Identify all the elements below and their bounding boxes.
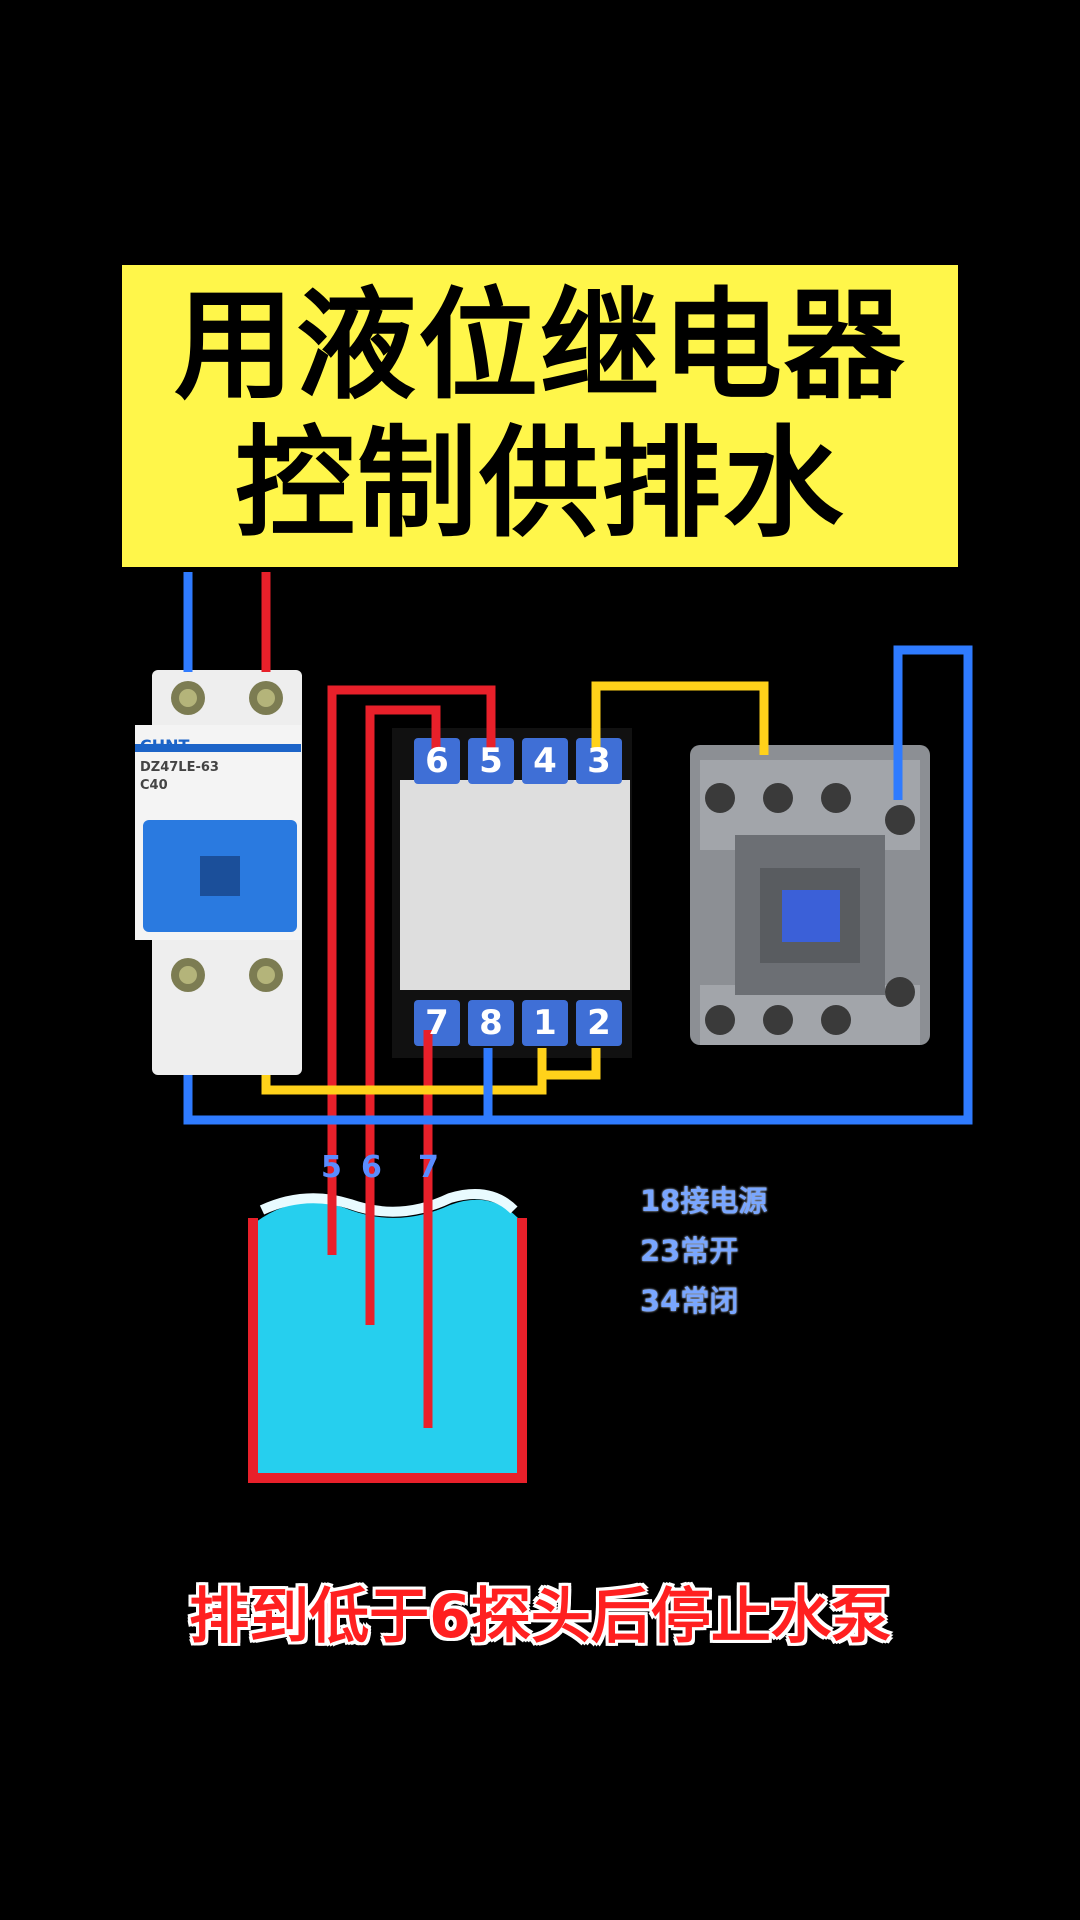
relay-pin-pad-top-2 (522, 738, 568, 784)
relay-pin-4: 4 (533, 741, 557, 781)
probe-label-6: 6 (361, 1150, 382, 1185)
wire-probe-5 (327, 685, 496, 1255)
caption: 排到低于6探头后停止水泵 (189, 1582, 891, 1652)
water-tank (248, 1189, 527, 1483)
note-normally-open: 23常开 (640, 1234, 739, 1268)
breaker-model: DZ47LE-63 (140, 760, 219, 775)
wire-common (591, 681, 769, 755)
wire-live-to-1 (261, 1048, 547, 1095)
water-fill (256, 1199, 518, 1475)
relay-face (400, 780, 630, 990)
relay-pin-8: 8 (479, 1003, 503, 1043)
contactor (690, 745, 930, 1045)
title-line-2: 控制供排水 (235, 415, 845, 554)
relay-pin-1: 1 (533, 1003, 557, 1043)
relay-pin-pad-bottom-3 (576, 1000, 622, 1046)
level-relay (392, 728, 632, 1058)
breaker-brand: CHNT (140, 736, 190, 755)
water-surface (259, 1189, 518, 1217)
wire-neutral (183, 645, 973, 1125)
relay-pin-5: 5 (479, 741, 503, 781)
relay-pin-pad-top-0 (414, 738, 460, 784)
title-line-1: 用液位继电器 (174, 277, 906, 416)
note-normally-closed: 34常闭 (640, 1284, 739, 1318)
relay-pin-6: 6 (425, 741, 449, 781)
relay-pin-3: 3 (587, 741, 611, 781)
note-power: 18接电源 (640, 1184, 768, 1218)
relay-pin-pad-bottom-2 (522, 1000, 568, 1046)
circuit-breaker (135, 670, 302, 1075)
contactor-actuator (782, 890, 840, 942)
probe-label-5: 5 (321, 1150, 342, 1185)
wires (183, 572, 973, 1428)
probe-label-7: 7 (418, 1150, 439, 1185)
relay-pin-pad-top-1 (468, 738, 514, 784)
relay-pin-pad-top-3 (576, 738, 622, 784)
wire-probe-6 (365, 705, 441, 1325)
relay-pin-2: 2 (587, 1003, 611, 1043)
tank-wall (248, 1218, 527, 1483)
relay-pin-7: 7 (425, 1003, 449, 1043)
title-banner: 用液位继电器 控制供排水 (122, 265, 958, 567)
relay-pin-pad-bottom-1 (468, 1000, 514, 1046)
breaker-rating: C40 (140, 778, 168, 793)
